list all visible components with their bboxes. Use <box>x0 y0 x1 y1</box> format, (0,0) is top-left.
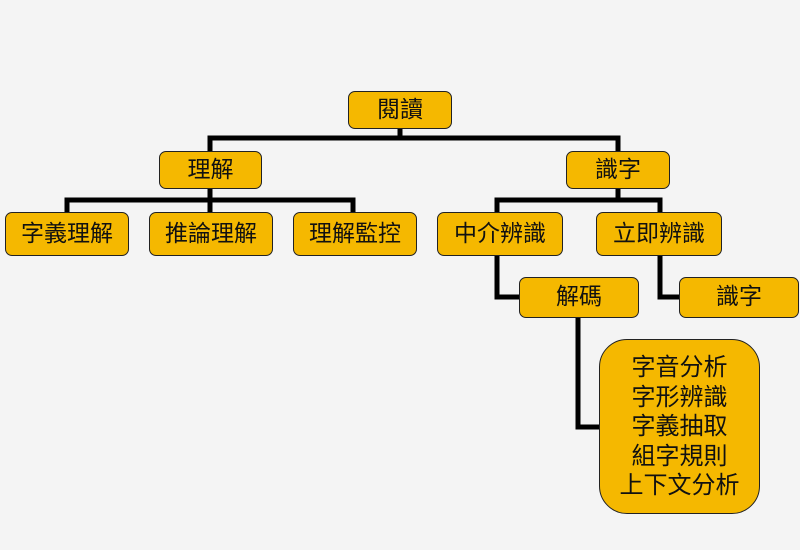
node-decoding: 解碼 <box>519 277 639 318</box>
decoding-step-context-analysis: 上下文分析 <box>619 471 740 500</box>
decoding-step-meaning-extraction: 字義抽取 <box>631 412 728 441</box>
decoding-step-orthographic-recognition: 字形辨識 <box>631 382 728 411</box>
node-comprehension: 理解 <box>159 151 262 189</box>
node-reading: 閱讀 <box>348 91 452 129</box>
node-word-recognition: 識字 <box>566 151 670 189</box>
decoding-step-word-formation-rules: 組字規則 <box>631 441 728 470</box>
node-decoding-steps: 字音分析 字形辨識 字義抽取 組字規則 上下文分析 <box>599 339 760 514</box>
decoding-step-phonological-analysis: 字音分析 <box>631 353 728 382</box>
node-comprehension-monitoring: 理解監控 <box>293 212 417 256</box>
node-immediate-recognition: 立即辨識 <box>596 212 722 256</box>
node-mediated-recognition: 中介辨識 <box>437 212 563 256</box>
node-inferential-comprehension: 推論理解 <box>149 212 273 256</box>
node-immediate-word-recognition: 識字 <box>679 277 799 318</box>
node-literal-comprehension: 字義理解 <box>5 212 129 256</box>
